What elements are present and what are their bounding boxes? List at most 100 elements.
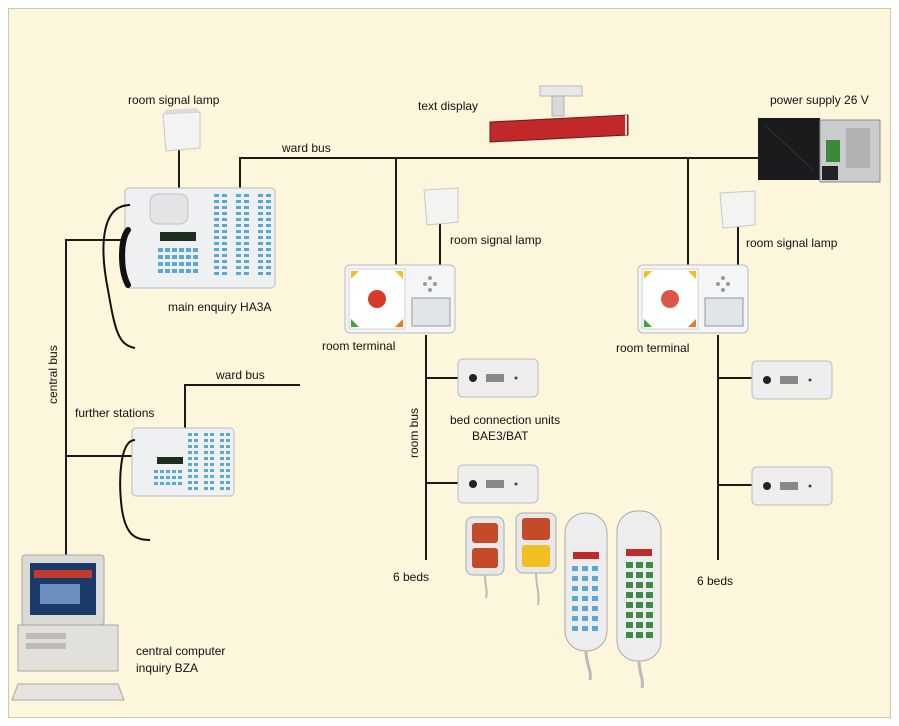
key (188, 451, 192, 454)
ward-bus-2-line (184, 384, 300, 432)
key (226, 451, 230, 454)
computer-icon (11, 554, 125, 701)
key (244, 230, 249, 233)
key (582, 596, 588, 601)
key (258, 242, 263, 245)
label-room-signal-lamp: room signal lamp (746, 236, 838, 250)
key (186, 269, 191, 273)
key (193, 255, 198, 259)
key (626, 592, 633, 598)
key (236, 212, 241, 215)
key (158, 269, 163, 273)
key (626, 572, 633, 578)
key (158, 255, 163, 259)
key (222, 236, 227, 239)
text-display-icon (489, 85, 629, 143)
key (572, 616, 578, 621)
key (582, 586, 588, 591)
key (178, 476, 182, 479)
key (204, 433, 208, 436)
key (179, 269, 184, 273)
key (165, 255, 170, 259)
key (214, 236, 219, 239)
key (266, 206, 271, 209)
key (592, 626, 598, 631)
key (258, 224, 263, 227)
key (636, 582, 643, 588)
room-terminal-icon (637, 264, 749, 334)
key (572, 596, 578, 601)
key (258, 272, 263, 275)
key (236, 266, 241, 269)
key (214, 272, 219, 275)
key (226, 481, 230, 484)
key (258, 200, 263, 203)
key (210, 451, 214, 454)
key (582, 606, 588, 611)
key (194, 439, 198, 442)
key (210, 469, 214, 472)
bed-handset-icon (564, 512, 608, 681)
key (214, 254, 219, 257)
key (222, 266, 227, 269)
label-text-display: text display (418, 99, 479, 113)
key (236, 206, 241, 209)
key (188, 469, 192, 472)
key (236, 260, 241, 263)
key (220, 439, 224, 442)
bed-connection-unit-icon (457, 358, 539, 398)
key (166, 470, 170, 473)
power-supply-icon (758, 118, 881, 183)
key (592, 576, 598, 581)
key (188, 463, 192, 466)
key (165, 262, 170, 266)
key (592, 586, 598, 591)
key (222, 230, 227, 233)
key (236, 230, 241, 233)
key (226, 433, 230, 436)
key (210, 487, 214, 490)
label-ward-bus: ward bus (216, 368, 265, 382)
key (236, 236, 241, 239)
key (204, 469, 208, 472)
key (226, 439, 230, 442)
diagram-panel (8, 8, 891, 718)
key (226, 487, 230, 490)
key (194, 475, 198, 478)
key (572, 626, 578, 631)
key (244, 254, 249, 257)
key (222, 200, 227, 203)
key (179, 262, 184, 266)
key (226, 475, 230, 478)
key (172, 262, 177, 266)
key (204, 487, 208, 490)
label-central-computer: central computer (136, 644, 226, 658)
key (258, 266, 263, 269)
key (165, 248, 170, 252)
label-central-bus: central bus (46, 345, 60, 404)
key (194, 487, 198, 490)
key (258, 194, 263, 197)
key (572, 586, 578, 591)
key (210, 457, 214, 460)
bed-connection-unit-icon (751, 466, 833, 506)
ward-bus-line (239, 157, 770, 192)
key (226, 457, 230, 460)
key (646, 592, 653, 598)
key (214, 242, 219, 245)
key (266, 272, 271, 275)
key (210, 433, 214, 436)
key (179, 255, 184, 259)
key (226, 463, 230, 466)
key (244, 200, 249, 203)
key (258, 206, 263, 209)
key (214, 230, 219, 233)
key (266, 218, 271, 221)
key (220, 433, 224, 436)
key (266, 242, 271, 245)
key (204, 481, 208, 484)
key (188, 475, 192, 478)
key (244, 272, 249, 275)
key (636, 592, 643, 598)
